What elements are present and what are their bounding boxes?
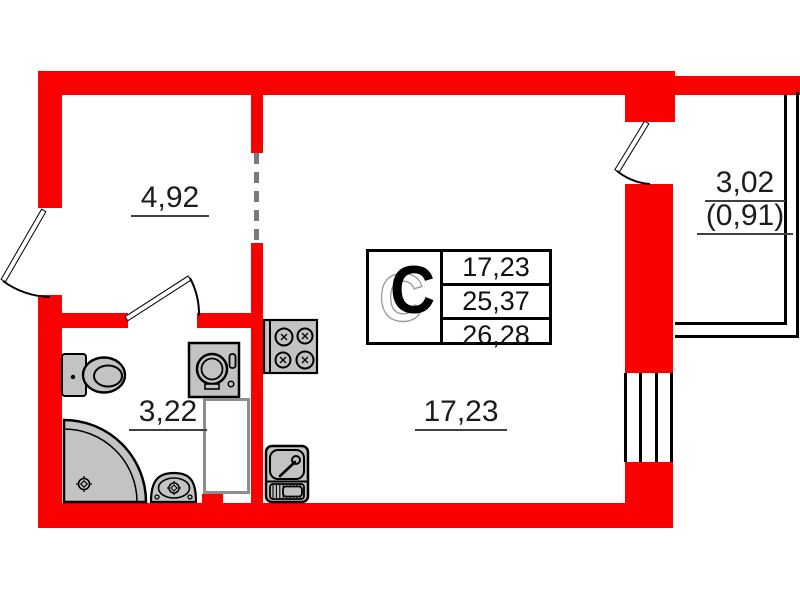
window-frame-line — [624, 373, 627, 462]
unit-area-value: 17,23 — [462, 252, 530, 282]
window-frame-line — [639, 373, 642, 462]
wall-left-upper — [38, 71, 62, 208]
kitchen-sink-fixture — [264, 444, 310, 504]
unit-area-value: 25,37 — [443, 283, 549, 317]
wall-bathroom-top-left — [62, 313, 128, 328]
balcony-edge-bottom-outer — [675, 335, 799, 338]
unit-area-value: 26,28 — [443, 317, 549, 351]
stove-burner-icon — [274, 327, 315, 370]
pipe-shaft — [203, 398, 250, 494]
wall-bathroom-right — [251, 313, 263, 503]
living-area-label: 17,23 — [415, 395, 507, 431]
unit-type-letter: С — [389, 252, 436, 328]
dashed-partition-line — [254, 153, 259, 243]
wall-top — [38, 71, 675, 95]
balcony-area-label: 3,02 — [705, 166, 785, 202]
window — [624, 373, 673, 462]
unit-areas-column: 17,23 25,37 26,28 — [443, 252, 549, 350]
window-frame-line — [670, 373, 673, 462]
window-frame-line — [655, 373, 658, 462]
sink-drain-icon — [167, 481, 181, 495]
wall-partition-stub-bottom — [251, 243, 263, 313]
wall-bottom — [38, 503, 673, 528]
wall-left-lower — [38, 295, 62, 528]
stove-fixture — [262, 318, 319, 375]
balcony-edge-right-inner — [784, 95, 787, 325]
wall-right-middle — [625, 184, 673, 373]
entrance-door-arc — [2, 280, 51, 298]
unit-type-letter-shadow: С — [378, 260, 425, 336]
wall-right-lower — [625, 462, 673, 528]
unit-type-cell: С С — [369, 252, 443, 342]
bathroom-door-arc — [189, 277, 201, 317]
wall-bathroom-top-right — [197, 313, 263, 328]
balcony-edge-right-outer — [796, 92, 799, 338]
toilet-fixture — [61, 353, 127, 397]
hallway-area-label: 4,92 — [131, 181, 209, 217]
bathroom-area-label: 3,22 — [129, 395, 207, 431]
bathroom-sink-fixture — [149, 471, 198, 504]
washing-machine-fixture — [187, 341, 241, 399]
balcony-door-arc — [616, 170, 651, 185]
shower-drain-icon — [76, 476, 92, 492]
wall-balcony-top-strip — [675, 76, 800, 95]
wall-partition-stub-top — [251, 95, 263, 153]
balcony-reduced-area-label: (0,91) — [697, 199, 793, 235]
wall-shaft-stub — [202, 494, 223, 504]
shower-fixture — [62, 418, 148, 504]
balcony-edge-bottom-inner — [675, 322, 787, 325]
wall-right-upper-stub — [625, 95, 675, 122]
unit-info-table: С С 17,23 25,37 26,28 — [366, 249, 552, 350]
